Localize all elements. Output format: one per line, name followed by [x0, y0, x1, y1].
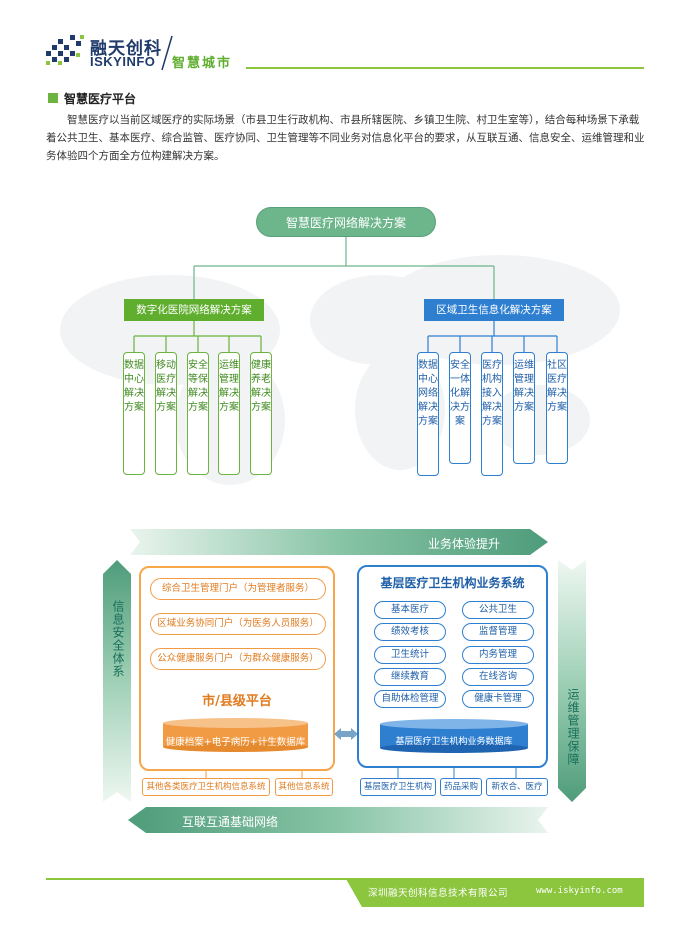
top-band-label: 业务体验提升 — [428, 537, 501, 551]
city-platform-title: 市/县级平台 — [202, 694, 272, 709]
section-marker — [48, 93, 58, 103]
other-system-item: 其他各类医疗卫生机构信息系统 — [142, 778, 270, 796]
tree-leaf: 健康养老解决方案 — [250, 352, 272, 475]
system-item: 卫生统计 — [374, 646, 446, 664]
tree-leaf: 数据中心解决方案 — [123, 352, 145, 475]
tree-leaf: 运维管理解决方案 — [513, 352, 535, 464]
grassroots-database-label: 基层医疗卫生机构业务数据库 — [395, 737, 513, 747]
tree-leaf: 安全等保解决方案 — [187, 352, 209, 475]
portal-item: 公众健康服务门户（为群众健康服务） — [150, 648, 326, 670]
footer-company: 深圳融天创科信息技术有限公司 — [368, 888, 509, 899]
header-tagline: 智慧城市 — [172, 56, 233, 71]
grassroots-bottom-item: 新农合、医疗 — [486, 778, 548, 796]
database-icon — [380, 719, 528, 753]
bottom-band-arrow — [128, 807, 548, 833]
tree-branch-digital-hospital: 数字化医院网络解决方案 — [124, 299, 264, 321]
tree-connectors — [60, 237, 620, 485]
other-system-item: 其他信息系统 — [275, 778, 333, 796]
left-band-label: 信息安全体系 — [111, 600, 125, 678]
tree-leaf: 医疗机构接入解决方案 — [481, 352, 503, 476]
brand-name-en: ISKYINFO — [90, 54, 156, 69]
system-item: 监督管理 — [462, 623, 534, 641]
system-item: 健康卡管理 — [462, 690, 534, 708]
tree-leaf: 运维管理解决方案 — [218, 352, 240, 475]
section-title: 智慧医疗平台 — [64, 92, 137, 106]
top-band-arrow — [130, 529, 548, 555]
grassroots-bottom-item: 药品采购 — [440, 778, 482, 796]
system-item: 内务管理 — [462, 646, 534, 664]
portal-item: 综合卫生管理门户（为管理者服务） — [150, 578, 326, 600]
grassroots-system-title: 基层医疗卫生机构业务系统 — [380, 576, 525, 590]
tree-leaf: 数据中心网络解决方案 — [417, 352, 439, 476]
footer-bar — [346, 879, 644, 907]
tree-branch-regional-health: 区域卫生信息化解决方案 — [424, 299, 564, 321]
portal-item: 区域业务协同门户（为医务人员服务） — [150, 613, 326, 635]
database-icon — [163, 718, 308, 752]
tree-leaf: 社区医疗解决方案 — [546, 352, 568, 464]
bidirectional-arrow-icon — [334, 728, 358, 740]
city-database-label: 健康档案+电子病历+计生数据库 — [165, 737, 306, 748]
system-item: 绩效考核 — [374, 623, 446, 641]
company-logo-icon — [46, 35, 84, 65]
tree-leaf: 移动医疗解决方案 — [155, 352, 177, 475]
system-item: 在线咨询 — [462, 668, 534, 686]
header-rule — [246, 67, 644, 69]
section-intro: 智慧医疗以当前区域医疗的实际场景（市县卫生行政机构、市县所辖医院、乡镇卫生院、村… — [46, 114, 645, 162]
system-item: 自助体检管理 — [374, 690, 446, 708]
footer-url: www.iskyinfo.com — [536, 886, 623, 896]
right-band-label: 运维管理保障 — [566, 688, 580, 766]
system-item: 公共卫生 — [462, 601, 534, 619]
bottom-band-label: 互联互通基础网络 — [182, 815, 279, 829]
system-item: 基本医疗 — [374, 601, 446, 619]
tree-root: 智慧医疗网络解决方案 — [256, 207, 436, 237]
brand-name-cn: 融天创科 — [90, 39, 162, 59]
tree-leaf: 安全一体化解决方案 — [449, 352, 471, 464]
grassroots-bottom-item: 基层医疗卫生机构 — [360, 778, 436, 796]
header-divider — [161, 35, 173, 71]
system-item: 继续教育 — [374, 668, 446, 686]
right-band-arrow — [558, 560, 586, 802]
left-band-arrow — [103, 560, 131, 802]
footer-rule — [46, 878, 644, 880]
